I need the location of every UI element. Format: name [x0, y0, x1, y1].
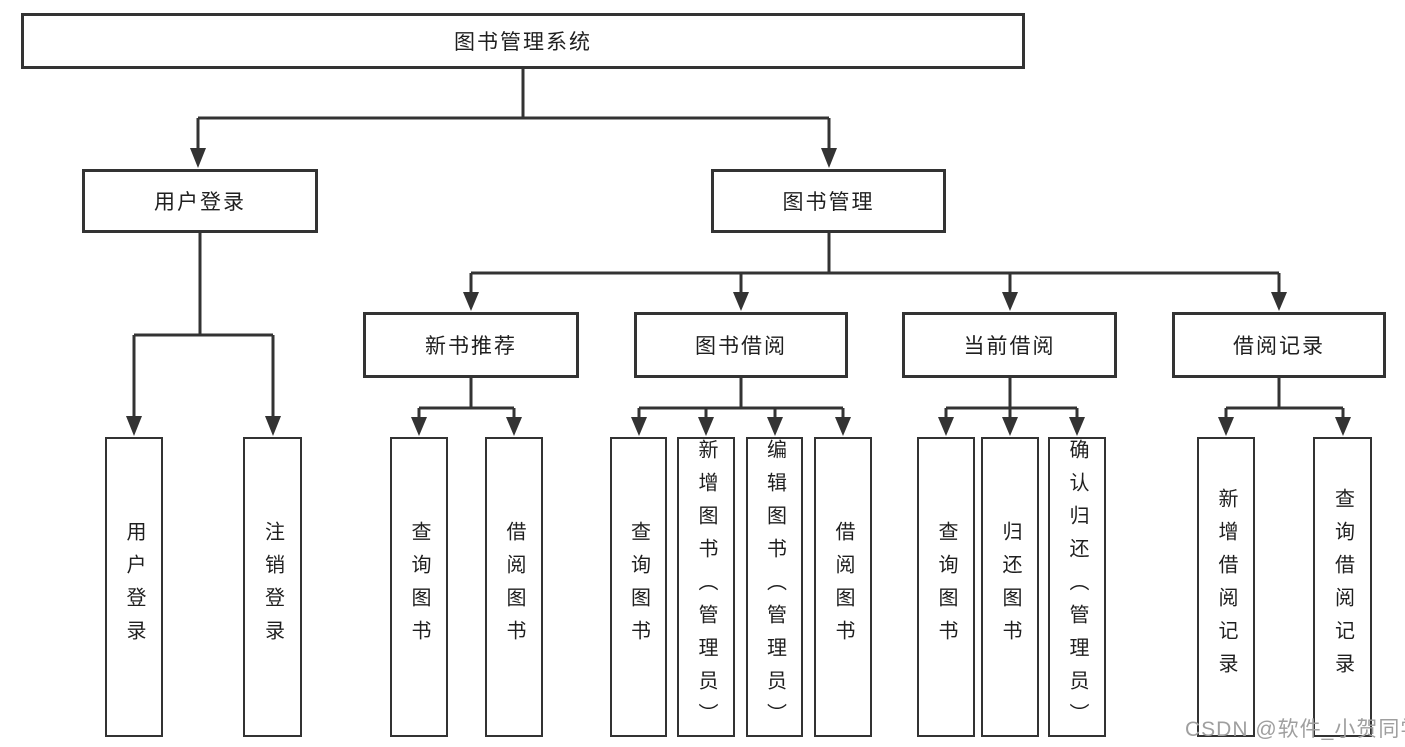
node-book-borrowing: 图书借阅: [634, 312, 848, 378]
node-book-borrowing-label: 图书借阅: [695, 335, 787, 358]
csdn-watermark: CSDN @软件_小贺同学: [1185, 718, 1405, 741]
leaf-borrowing-borrow-books: 借阅图书: [814, 437, 872, 737]
leaf-edit-books-admin: 编辑图书（管理员）: [746, 437, 803, 737]
node-current-borrowing-label: 当前借阅: [963, 335, 1056, 358]
node-user-login: 用户登录: [82, 169, 318, 233]
leaf-confirm-return-admin: 确认归还（管理员）: [1048, 437, 1106, 737]
leaf-borrowing-query-books: 查询图书: [610, 437, 667, 737]
node-borrowing-records-label: 借阅记录: [1233, 335, 1325, 358]
leaf-return-books: 归还图书: [981, 437, 1039, 737]
node-book-management: 图书管理: [711, 169, 946, 233]
leaf-query-borrow-record: 查询借阅记录: [1313, 437, 1372, 737]
leaf-borrowing-query-books-label: 查询图书: [627, 521, 650, 653]
leaf-borrowing-borrow-books-label: 借阅图书: [832, 521, 854, 653]
leaf-add-borrow-record: 新增借阅记录: [1197, 437, 1255, 737]
leaf-return-books-label: 归还图书: [999, 521, 1021, 653]
node-book-management-label: 图书管理: [782, 191, 875, 214]
leaf-query-borrow-record-label: 查询借阅记录: [1331, 488, 1354, 686]
leaf-logout: 注销登录: [243, 437, 302, 737]
leaf-logout-label: 注销登录: [261, 521, 284, 653]
leaf-current-query-books-label: 查询图书: [935, 521, 957, 653]
leaf-recommend-query-books: 查询图书: [390, 437, 448, 737]
leaf-add-books-admin: 新增图书（管理员）: [677, 437, 735, 737]
leaf-user-login: 用户登录: [105, 437, 163, 737]
node-user-login-label: 用户登录: [154, 191, 246, 214]
leaf-add-borrow-record-label: 新增借阅记录: [1215, 488, 1237, 686]
node-borrowing-records: 借阅记录: [1172, 312, 1386, 378]
node-new-book-recommend: 新书推荐: [363, 312, 579, 378]
leaf-recommend-borrow-books: 借阅图书: [485, 437, 543, 737]
leaf-confirm-return-admin-label: 确认归还（管理员）: [1066, 438, 1088, 736]
node-library-system: 图书管理系统: [21, 13, 1025, 69]
node-current-borrowing: 当前借阅: [902, 312, 1117, 378]
leaf-user-login-label: 用户登录: [123, 521, 145, 653]
node-library-system-label: 图书管理系统: [454, 31, 592, 54]
leaf-recommend-borrow-books-label: 借阅图书: [503, 521, 525, 653]
node-new-book-recommend-label: 新书推荐: [425, 335, 517, 358]
leaf-add-books-admin-label: 新增图书（管理员）: [695, 438, 717, 736]
leaf-recommend-query-books-label: 查询图书: [408, 521, 430, 653]
leaf-edit-books-admin-label: 编辑图书（管理员）: [763, 438, 786, 736]
leaf-current-query-books: 查询图书: [917, 437, 975, 737]
